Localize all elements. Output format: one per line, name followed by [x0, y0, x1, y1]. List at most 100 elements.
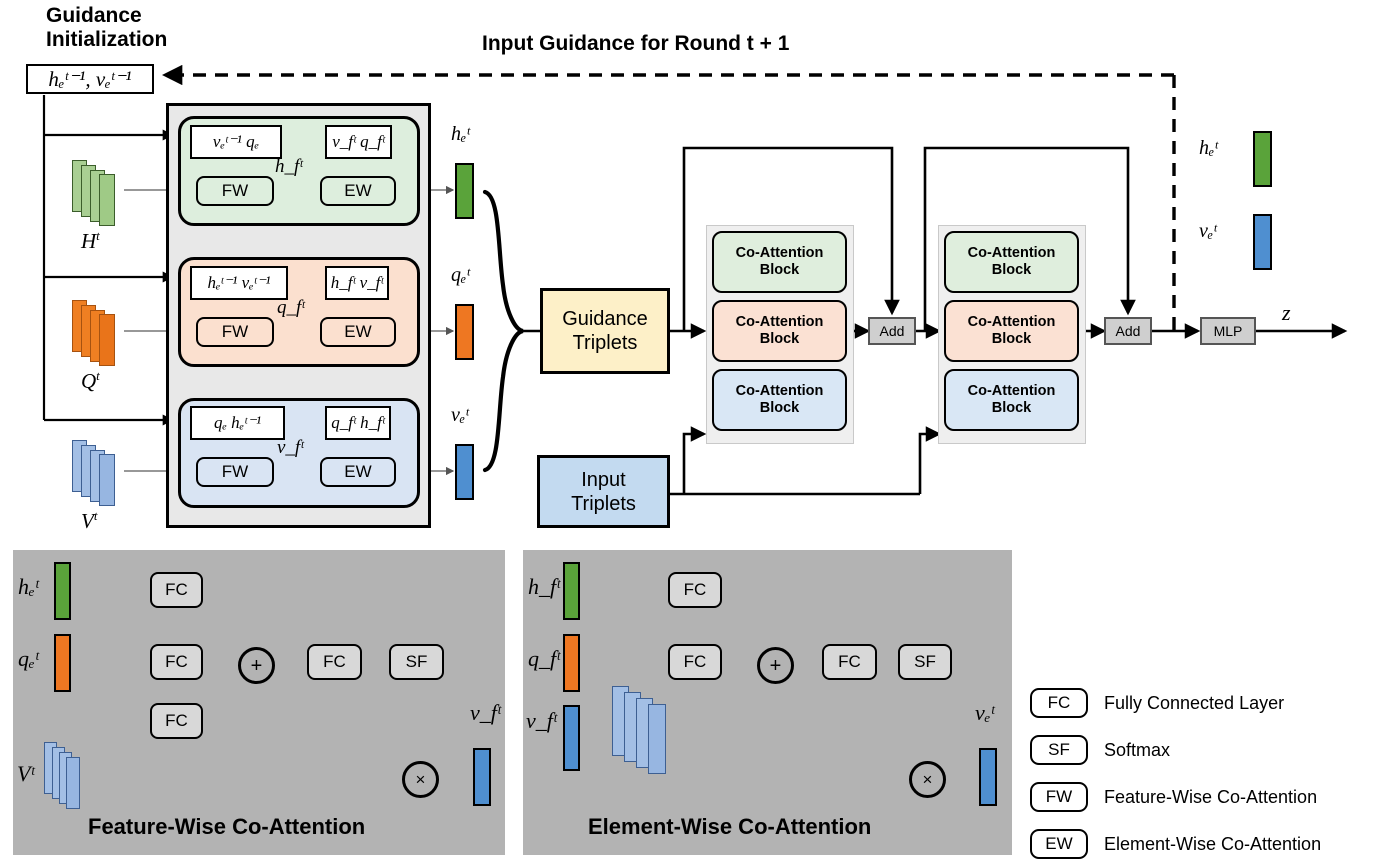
input-stack-V-label: Vt	[81, 508, 98, 533]
fw-input-qe-label: qₑᵗ	[18, 646, 39, 671]
ew-vf-fan-cards	[612, 686, 684, 778]
green-fw-op[interactable]: FW	[196, 176, 274, 206]
guidance-row-orange-mid-box: h_fᵗ v_fᵗ	[325, 266, 389, 300]
legend-text-sf: Softmax	[1104, 740, 1171, 760]
ew-sum-node: +	[757, 647, 794, 684]
coattention-block-1-orange[interactable]: Co-Attention Block	[712, 300, 847, 362]
output-he-label: hₑᵗ	[451, 123, 470, 145]
fw-output-bar	[473, 748, 491, 806]
legend-icon-ew: EW	[1030, 829, 1088, 859]
input-stack-Q-label: Qt	[81, 368, 100, 393]
coattention-block-1-blue[interactable]: Co-Attention Block	[712, 369, 847, 431]
legend-text-fw: Feature-Wise Co-Attention	[1104, 787, 1318, 807]
guidance-triplets-line1: Guidance	[562, 308, 648, 330]
panel-feature-wise	[13, 550, 505, 855]
orange-ew-op[interactable]: EW	[320, 317, 396, 347]
coattention-block-1-green[interactable]: Co-Attention Block	[712, 231, 847, 293]
orange-in-expr: hₑᵗ⁻¹ vₑᵗ⁻¹	[207, 273, 271, 292]
right-output-ve-label: vₑᵗ	[1199, 220, 1217, 242]
legend-icon-fc: FC	[1030, 688, 1088, 718]
guidance-row-orange-input-box: hₑᵗ⁻¹ vₑᵗ⁻¹	[190, 266, 288, 300]
ew-output-bar	[979, 748, 997, 806]
orange-mid-expr: h_fᵗ v_fᵗ	[330, 273, 384, 292]
guidance-row-blue-mid-box: q_fᵗ h_fᵗ	[325, 406, 391, 440]
fw-sf[interactable]: SF	[389, 644, 444, 680]
blue-in-expr: qₑ hₑᵗ⁻¹	[213, 413, 262, 432]
ew-sf[interactable]: SF	[898, 644, 952, 680]
fw-output-label: v_fᵗ	[470, 700, 501, 725]
right-output-he-bar	[1253, 131, 1272, 187]
stack-card	[66, 757, 80, 809]
stack-card	[99, 454, 115, 506]
add-node-1[interactable]: Add	[868, 317, 916, 345]
fw-input-V-label: Vᵗ	[17, 761, 35, 786]
ew-mul-node: ×	[909, 761, 946, 798]
legend-icon-sf: SF	[1030, 735, 1088, 765]
page-title-guidance-initialization: Guidance Initialization	[46, 4, 167, 52]
fw-fc-3[interactable]: FC	[150, 703, 203, 739]
guidance-triplets-box[interactable]: Guidance Triplets	[540, 288, 670, 374]
fw-fc-4[interactable]: FC	[307, 644, 362, 680]
blue-ew-op[interactable]: EW	[320, 457, 396, 487]
output-ve-label: vₑᵗ	[451, 404, 469, 426]
ew-fc-2[interactable]: FC	[668, 644, 722, 680]
panel-element-wise	[523, 550, 1012, 855]
input-triplets-box[interactable]: Input Triplets	[537, 455, 670, 528]
ew-fc-1[interactable]: FC	[668, 572, 722, 608]
legend-icon-fw: FW	[1030, 782, 1088, 812]
coattention-block-2-orange[interactable]: Co-Attention Block	[944, 300, 1079, 362]
output-qe-label: qₑᵗ	[451, 264, 470, 286]
fw-mul-node: ×	[402, 761, 439, 798]
guidance-row-blue-input-box: qₑ hₑᵗ⁻¹	[190, 406, 285, 440]
ew-input-hf-label: h_fᵗ	[528, 574, 560, 599]
output-ve-bar	[455, 444, 474, 500]
ew-fc-3[interactable]: FC	[822, 644, 877, 680]
orange-fw-op[interactable]: FW	[196, 317, 274, 347]
page-title-input-guidance: Input Guidance for Round t + 1	[482, 32, 790, 55]
panel-feature-wise-title: Feature-Wise Co-Attention	[88, 814, 366, 839]
stack-card	[99, 314, 115, 366]
ew-input-hf-bar	[563, 562, 580, 620]
fw-fc-2[interactable]: FC	[150, 644, 203, 680]
guidance-init-label: hₑᵗ⁻¹, vₑᵗ⁻¹	[48, 66, 132, 91]
coattention-block-2-green[interactable]: Co-Attention Block	[944, 231, 1079, 293]
guidance-row-green-input-box: vₑᵗ⁻¹ qₑ	[190, 125, 282, 159]
green-ew-op[interactable]: EW	[320, 176, 396, 206]
fw-input-qe-bar	[54, 634, 71, 692]
green-mid-label: h_fᵗ	[275, 156, 303, 177]
blue-fw-op[interactable]: FW	[196, 457, 274, 487]
right-output-ve-bar	[1253, 214, 1272, 270]
stack-card	[99, 174, 115, 226]
fw-input-he-bar	[54, 562, 71, 620]
ew-input-vf-label: v_fᵗ	[526, 708, 557, 733]
output-z-label: z	[1282, 300, 1291, 325]
output-he-bar	[455, 163, 474, 219]
guidance-init-line1: Guidance	[46, 4, 142, 27]
mlp-node[interactable]: MLP	[1200, 317, 1256, 345]
input-stack-H-label: Ht	[81, 228, 100, 253]
guidance-init-box: hₑᵗ⁻¹, vₑᵗ⁻¹	[26, 64, 154, 94]
fw-input-he-label: hₑᵗ	[18, 574, 39, 599]
coattention-block-2-blue[interactable]: Co-Attention Block	[944, 369, 1079, 431]
fan-card	[648, 704, 666, 774]
input-stack-H	[72, 160, 128, 226]
add-node-2[interactable]: Add	[1104, 317, 1152, 345]
ew-output-label: vₑᵗ	[975, 700, 995, 725]
input-triplets-line2: Triplets	[571, 492, 636, 515]
green-mid-expr: v_fᵗ q_fᵗ	[332, 132, 385, 151]
ew-input-qf-bar	[563, 634, 580, 692]
input-stack-Q	[72, 300, 128, 366]
guidance-init-line2: Initialization	[46, 28, 168, 52]
blue-mid-label: v_fᵗ	[277, 437, 304, 458]
green-in-expr: vₑᵗ⁻¹ qₑ	[212, 132, 260, 151]
orange-mid-label: q_fᵗ	[277, 297, 305, 318]
legend-text-fc: Fully Connected Layer	[1104, 693, 1285, 713]
fw-sum-node: +	[238, 647, 275, 684]
guidance-row-green-mid-box: v_fᵗ q_fᵗ	[325, 125, 392, 159]
fw-fc-1[interactable]: FC	[150, 572, 203, 608]
input-stack-V	[72, 440, 128, 506]
blue-mid-expr: q_fᵗ h_fᵗ	[331, 413, 385, 432]
fw-input-V-stack	[44, 742, 94, 812]
ew-input-qf-label: q_fᵗ	[528, 646, 560, 671]
